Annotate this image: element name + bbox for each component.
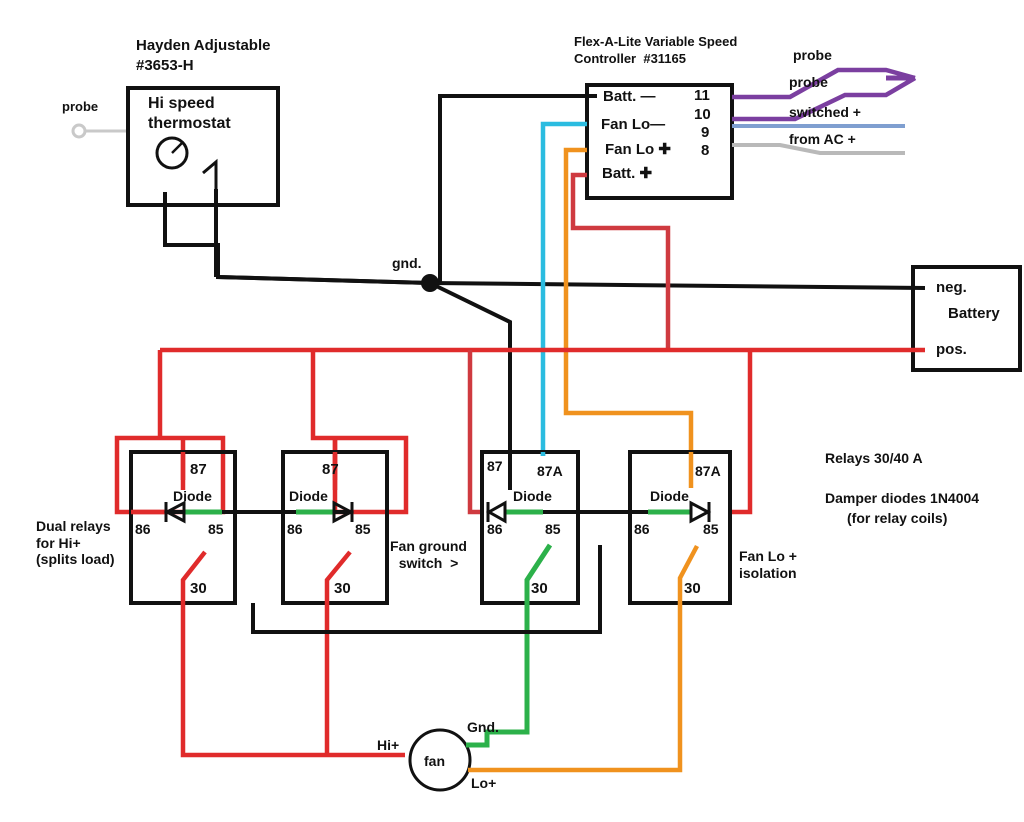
relay1-30-output (180, 603, 405, 758)
relay2-pin-87: 87 (322, 461, 339, 478)
relay4-30-output (478, 603, 683, 773)
note-relays-rating: Relays 30/40 A (825, 450, 923, 466)
relay2-pin-30: 30 (334, 580, 351, 597)
controller-batt-pos-wire (570, 172, 671, 350)
controller-box (585, 83, 734, 200)
thermostat-brand-line1: Hayden Adjustable (136, 37, 271, 54)
relay4-pin-86: 86 (634, 521, 650, 537)
relay1-pin-86: 86 (135, 521, 151, 537)
probe-wire-label-lower: probe (789, 74, 828, 90)
thermostat-box (126, 86, 280, 207)
thermostat-box-line2: thermostat (148, 115, 231, 132)
relay3-contact-arm (524, 543, 553, 603)
diode-symbol-4 (689, 500, 712, 524)
controller-pin-10: 10 (694, 106, 711, 123)
fan-lo-neg-cyan-wire (540, 121, 587, 456)
thermostat-hi-trigger-wire (216, 96, 440, 243)
probe-wire-label-upper: probe (793, 47, 832, 63)
relay4-pin-85: 85 (703, 521, 719, 537)
controller-title-line2: Controller #31165 (574, 51, 686, 66)
relay3-86-feed (467, 350, 482, 515)
relay3-pin-85: 85 (545, 521, 561, 537)
probe-wire-lower (732, 76, 917, 122)
thermostat-box-line1: Hi speed (148, 95, 215, 112)
relay4-pin-87A: 87A (695, 463, 721, 479)
fan-gnd-label: Gnd. (467, 719, 499, 735)
controller-terminal-label-1: Fan Lo— (601, 116, 666, 133)
from-ac-pos-wire (732, 143, 905, 155)
relay4-diode-label: Diode (650, 488, 689, 504)
relay1-pin-85: 85 (208, 521, 224, 537)
battery-neg-label: neg. (936, 279, 967, 296)
fan-hi-label: Hi+ (377, 737, 400, 753)
relay4-pin-30: 30 (684, 580, 701, 597)
relay3-pin-87: 87 (487, 458, 503, 474)
relay1-caption: Dual relays for Hi+ (splits load) (36, 518, 115, 568)
note-diodes-line2: (for relay coils) (847, 510, 948, 526)
battery-pos-label: pos. (936, 341, 967, 358)
relay4-caption: Fan Lo + isolation (739, 548, 797, 581)
relay2-contact-arm (324, 550, 352, 603)
fan-label: fan (424, 753, 445, 769)
controller-pin-9: 9 (701, 124, 710, 141)
relay3-caption: Fan ground switch > (390, 538, 467, 571)
thermostat-brand-line2: #3653-H (136, 57, 194, 74)
relay2-diode-label: Diode (289, 488, 328, 504)
controller-pin-8: 8 (701, 142, 710, 159)
relay3-pin-87A: 87A (537, 463, 563, 479)
battery-box (911, 265, 1022, 372)
fan-lo-label: Lo+ (471, 775, 497, 791)
from-ac-pos-label: from AC + (789, 131, 856, 147)
gnd-junction-dot (421, 274, 439, 292)
relay1-pin-87: 87 (190, 461, 207, 478)
relay2-pin-86: 86 (287, 521, 303, 537)
relay1-pin-30: 30 (190, 580, 207, 597)
note-diodes-line1: Damper diodes 1N4004 (825, 490, 980, 506)
relay-ground-return-bus (251, 545, 602, 634)
controller-terminal-label-2: Fan Lo ✚ (605, 141, 671, 158)
relay4-contact-arm (677, 544, 699, 603)
diode-symbol-2 (332, 500, 355, 524)
controller-terminal-label-3: Batt. ✚ (602, 165, 653, 182)
fan-motor (408, 728, 472, 792)
controller-terminal-label-0: Batt. — (603, 88, 656, 105)
gnd-to-battery-wire (429, 281, 926, 290)
relay3-diode-label: Diode (513, 488, 552, 504)
thermostat-probe-wire (71, 123, 128, 139)
fan-lo-pos-orange-wire (563, 147, 694, 452)
relay2-pin-85: 85 (355, 521, 371, 537)
relay4-85-feed (730, 350, 753, 515)
thermostat-probe-label: probe (62, 99, 99, 114)
switched-pos-label: switched + (789, 104, 861, 120)
gnd-to-relay3-87-wire (429, 281, 512, 452)
controller-batt-neg-wire (438, 94, 597, 283)
relay3-pin-30: 30 (531, 580, 548, 597)
relay1-diode-label: Diode (173, 488, 212, 504)
fan-gnd-lead (466, 732, 490, 748)
battery-name-label: Battery (948, 305, 1000, 322)
relay1-contact-arm (180, 550, 207, 603)
probe-wire-upper (732, 67, 916, 100)
controller-pin-11: 11 (694, 87, 710, 104)
relay3-pin-86: 86 (487, 521, 503, 537)
diode-symbol-1 (163, 500, 186, 524)
controller-title-line1: Flex-A-Lite Variable Speed (574, 34, 738, 49)
diode-symbol-3 (485, 500, 507, 524)
gnd-label: gnd. (392, 255, 422, 271)
